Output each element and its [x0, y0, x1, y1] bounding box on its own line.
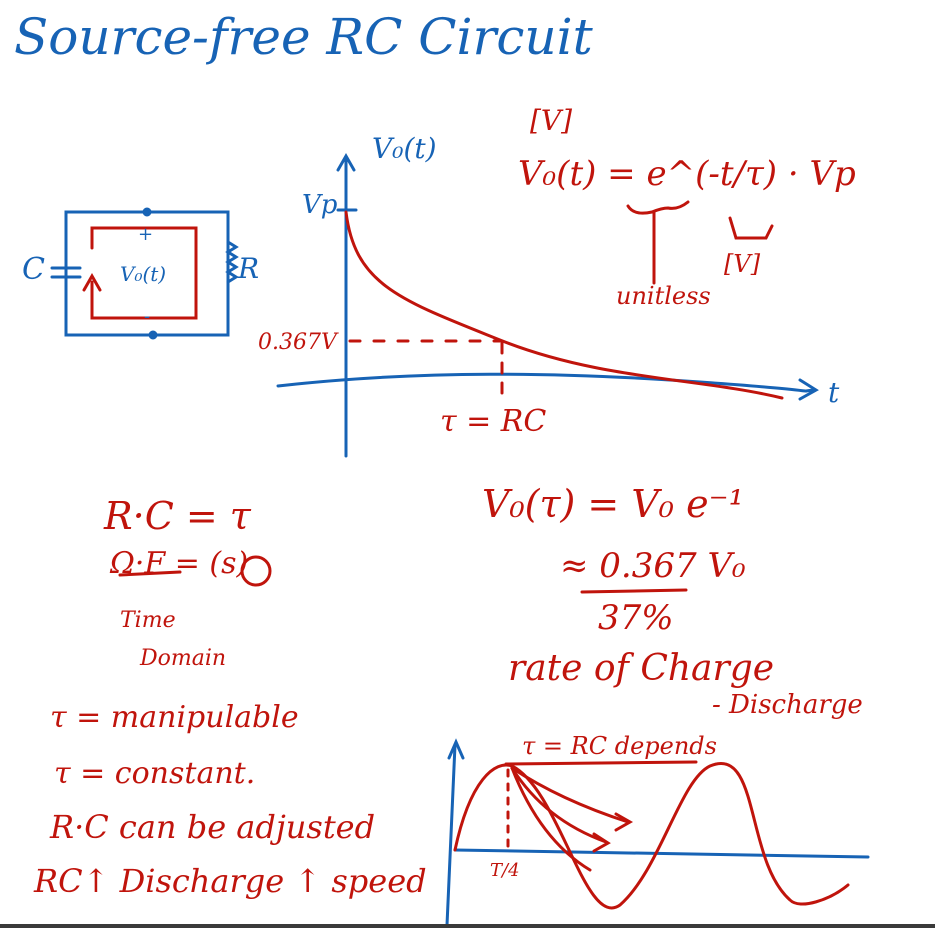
- tau-label: τ = RC: [440, 404, 547, 439]
- decay-formula: V₀(t) = e^(-t/τ) · Vp: [518, 154, 856, 194]
- bottom-bar: [0, 924, 935, 928]
- decay-curve-group: [344, 210, 784, 400]
- note-line-1: τ = manipulable: [50, 700, 299, 735]
- rc-expression: R·C = τ: [104, 494, 251, 538]
- time-label: Time: [120, 608, 176, 633]
- circuit-diagram: [50, 207, 239, 340]
- sine-caption: τ = RC depends: [522, 732, 717, 760]
- formula-unit-top: [V]: [530, 104, 573, 137]
- formula-braces: [626, 200, 774, 285]
- sine-x-axis: [453, 848, 870, 859]
- level-label: 0.367V: [258, 330, 337, 355]
- unitless-note: unitless: [616, 282, 711, 310]
- exp-underbrace: [626, 200, 690, 215]
- note-line-4: RC↑ Discharge ↑ speed: [34, 862, 427, 900]
- sine-wave: [453, 762, 850, 910]
- right-note-4: rate of Charge: [508, 648, 775, 689]
- note-line-3: R·C can be adjusted: [50, 808, 376, 846]
- sine-wave-group: [453, 762, 850, 910]
- circuit-voltage-label: V₀(t): [120, 262, 167, 286]
- sine-axes: [445, 738, 870, 927]
- right-note-3: 37%: [598, 598, 674, 638]
- decay-arrow-1: [510, 766, 630, 824]
- resistor-label: R: [238, 252, 260, 285]
- right-note-1: V₀(τ) = V₀ e⁻¹: [482, 482, 744, 526]
- units-underline: [118, 570, 182, 577]
- right-note-2: ≈ 0.367 V₀: [560, 546, 746, 586]
- vp-underbrace: [728, 216, 774, 240]
- decay-arrow-2: [510, 766, 608, 844]
- y-axis-arrow: [336, 152, 356, 172]
- left-notes-marks: [118, 555, 698, 766]
- decay-arrow-1-head: [614, 812, 634, 832]
- sine-y-axis: [445, 743, 457, 927]
- plus-sign: +: [138, 224, 154, 245]
- rc-units: Ω·F = (s): [110, 546, 249, 581]
- decay-arrow-3: [510, 766, 592, 872]
- vp-tick-label: Vp: [302, 190, 338, 220]
- domain-label: Domain: [140, 646, 227, 671]
- y-axis-label: V₀(t): [372, 132, 437, 165]
- circuit-current-arrow: [82, 226, 198, 320]
- graph-axes: [276, 152, 819, 458]
- x-axis-label: t: [828, 376, 840, 409]
- page-title: Source-free RC Circuit: [14, 8, 593, 66]
- decay-curve: [344, 210, 784, 400]
- quarter-period-label: T/4: [490, 860, 520, 881]
- value-underline: [580, 588, 688, 594]
- resistor-zigzag: [225, 240, 239, 284]
- node-top: [142, 207, 152, 217]
- x-axis-arrow: [798, 378, 819, 401]
- right-note-5: - Discharge: [712, 690, 863, 720]
- note-line-2: τ = constant.: [54, 756, 256, 791]
- tau-circle: [240, 555, 272, 587]
- sine-y-arrow: [447, 738, 465, 760]
- node-bottom: [148, 330, 158, 340]
- capacitor-label: C: [22, 252, 45, 287]
- caption-underline: [504, 760, 698, 766]
- formula-unit-right: [V]: [724, 250, 761, 278]
- decay-arrow-2-head: [592, 832, 611, 853]
- minus-sign: -: [144, 306, 151, 327]
